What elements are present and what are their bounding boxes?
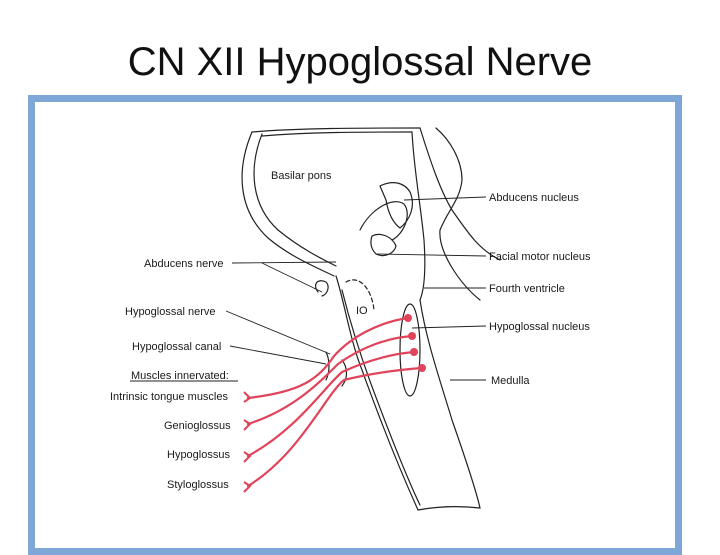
leader-abducens-nerve-2 [261, 262, 323, 293]
leader-hypoglossal-canal [229, 345, 327, 365]
medulla-base [417, 506, 481, 511]
hypoglossal-diagram: Basilar pons Abducens nucleus Facial mot… [110, 127, 591, 511]
leader-abducens-nerve [231, 261, 337, 264]
medulla-inner-left [341, 289, 421, 506]
hypoglossal-canal-mark [325, 351, 330, 381]
abducens-nucleus-shape [379, 182, 413, 229]
leader-facial-motor-nucleus [375, 253, 487, 257]
nerve-end-4 [243, 481, 252, 493]
pons-top-inner [261, 131, 413, 137]
label-hypoglossal-canal: Hypoglossal canal [132, 341, 221, 353]
leader-hypoglossal-nerve [225, 310, 331, 355]
fiber-1 [246, 316, 410, 400]
nerve-dot-2 [408, 332, 416, 340]
slide-title: CN XII Hypoglossal Nerve [127, 40, 593, 84]
leader-lines [130, 196, 487, 382]
nerve-dots [404, 314, 426, 372]
label-abducens-nerve: Abducens nerve [144, 258, 224, 270]
nerve-dot-3 [410, 348, 418, 356]
label-basilar-pons: Basilar pons [271, 170, 332, 182]
pons-outer-contour [241, 131, 335, 277]
label-intrinsic-tongue-muscles: Intrinsic tongue muscles [110, 391, 228, 403]
fiber-4 [246, 366, 424, 488]
hypoglossal-nucleus-shape [399, 303, 421, 397]
hypoglossal-canal-mark-2 [341, 359, 348, 387]
medulla-right-edge [419, 299, 481, 509]
hypoglossal-fibers [246, 316, 424, 488]
label-hypoglossus: Hypoglossus [167, 449, 230, 461]
cerebellum-contour [435, 127, 481, 301]
label-facial-motor-nucleus: Facial motor nucleus [489, 251, 591, 263]
pons-inner-contour [253, 133, 337, 267]
label-hypoglossal-nerve: Hypoglossal nerve [125, 306, 216, 318]
posterior-contour [419, 127, 501, 261]
nerve-end-3 [243, 451, 252, 463]
nerve-dot-1 [404, 314, 412, 322]
facial-nerve-loop [359, 201, 408, 241]
label-abducens-nucleus: Abducens nucleus [489, 192, 579, 204]
fiber-3 [246, 350, 416, 458]
medulla-left-edge [335, 275, 419, 511]
nerve-end-1 [243, 391, 252, 403]
label-fourth-ventricle: Fourth ventricle [489, 283, 565, 295]
abducens-exit [314, 280, 329, 297]
label-io: IO [356, 305, 368, 317]
nerve-ends [243, 391, 252, 493]
label-genioglossus: Genioglossus [164, 420, 231, 432]
facial-nucleus-shape [370, 233, 397, 257]
label-hypoglossal-nucleus: Hypoglossal nucleus [489, 321, 590, 333]
fiber-2 [246, 334, 414, 426]
leader-abducens-nucleus [403, 196, 487, 201]
leader-hypoglossal-nucleus [411, 325, 487, 329]
label-styloglossus: Styloglossus [167, 479, 229, 491]
brainstem-outline [241, 127, 501, 511]
label-muscles-innervated: Muscles innervated: [131, 370, 229, 382]
label-medulla: Medulla [491, 375, 530, 387]
io-dashed [345, 279, 375, 311]
dorsal-contour [411, 131, 426, 301]
nerve-dot-4 [418, 364, 426, 372]
diagram-frame [28, 95, 682, 555]
pons-top [251, 127, 421, 133]
nerve-end-2 [243, 419, 252, 431]
